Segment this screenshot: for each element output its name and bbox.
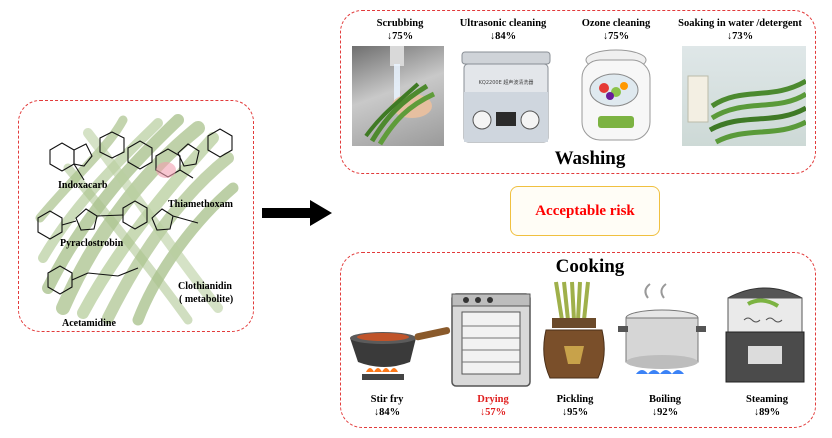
cooking-panel	[340, 252, 816, 428]
molecule-label-thiamethoxam: Thiamethoxam	[168, 199, 233, 210]
molecule-label-pyraclostrobin: Pyraclostrobin	[60, 238, 124, 249]
ozone-cleaner-image	[568, 46, 664, 146]
cooking-reduction-drying: ↓57%	[479, 407, 507, 418]
cooking-method-boiling: Boiling	[648, 394, 682, 405]
washing-method-ultrasonic: Ultrasonic cleaning	[459, 18, 547, 29]
cooking-title: Cooking	[555, 256, 625, 277]
cooking-method-stir-fry: Stir fry	[370, 394, 404, 405]
molecule-label-acetamidine: Acetamidine	[62, 318, 116, 329]
ultrasonic-cleaner-image: KQ2200E 超声波清洗器	[458, 46, 554, 146]
washing-reduction-ozone: ↓75%	[602, 31, 630, 42]
molecule-label-clothianidin: Clothianidin	[178, 281, 232, 292]
drying-oven-illustration	[451, 293, 531, 387]
cooking-method-pickling: Pickling	[556, 394, 594, 405]
soaking-photo	[682, 46, 806, 146]
steamer-illustration	[725, 287, 805, 383]
stir-fry-illustration	[350, 327, 451, 380]
washing-panel	[340, 10, 816, 174]
washing-method-scrubbing: Scrubbing	[376, 18, 424, 29]
washing-title: Washing	[554, 148, 626, 169]
cooking-reduction-steaming: ↓89%	[753, 407, 781, 418]
cooking-method-drying: Drying	[477, 394, 509, 405]
molecule-label-indoxacarb: Indoxacarb	[58, 180, 108, 191]
washing-reduction-soaking: ↓73%	[726, 31, 754, 42]
molecule-label-clothianidin-note: ( metabolite)	[179, 294, 234, 305]
cooking-reduction-boiling: ↓92%	[651, 407, 679, 418]
acceptable-risk-label: Acceptable risk	[535, 203, 635, 219]
washing-method-ozone: Ozone cleaning	[581, 18, 651, 29]
acceptable-risk-box	[510, 186, 660, 236]
pickling-jar-illustration	[543, 281, 605, 379]
cooking-method-steaming: Steaming	[746, 394, 788, 405]
cooking-reduction-stir-fry: ↓84%	[373, 407, 401, 418]
cooking-reduction-pickling: ↓95%	[561, 407, 589, 418]
washing-reduction-ultrasonic: ↓84%	[489, 31, 517, 42]
washing-reduction-scrubbing: ↓75%	[386, 31, 414, 42]
washing-method-soaking: Soaking in water /detergent	[678, 18, 802, 29]
scrubbing-photo	[352, 46, 444, 146]
green-beans-illustration	[35, 114, 239, 326]
pesticide-molecules-panel	[18, 100, 254, 332]
boiling-pot-illustration	[618, 283, 706, 374]
ultrasonic-panel-text: KQ2200E 超声波清洗器	[478, 80, 534, 86]
right-arrow-icon	[262, 200, 332, 226]
